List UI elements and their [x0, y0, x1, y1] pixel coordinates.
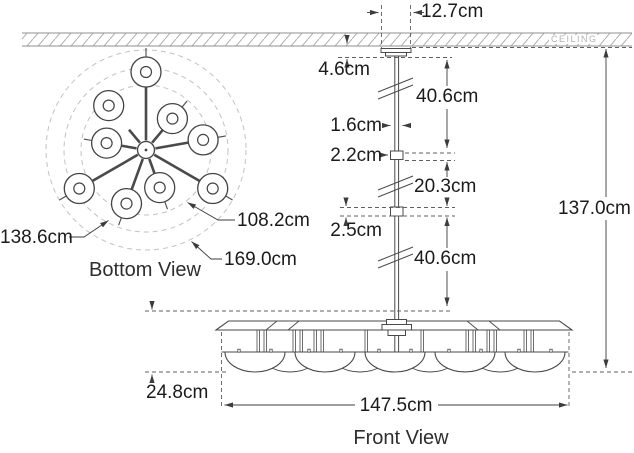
light-shade	[187, 124, 219, 156]
dim-rod-lower	[145, 217, 450, 312]
dim-rod-width-label: 1.6cm	[330, 115, 382, 136]
dimension-lines	[145, 5, 632, 408]
front-view-title: Front View	[353, 427, 449, 449]
middle-dashed-circle	[63, 67, 229, 233]
dim-canopy-drop	[338, 35, 452, 68]
dim-body-height-label: 24.8cm	[146, 382, 209, 403]
light-shade	[90, 127, 123, 159]
dim-coupler-upper	[379, 152, 455, 171]
dim-body-width-label: 147.5cm	[359, 395, 433, 416]
ceiling-label: CEILING	[549, 34, 600, 44]
light-shades	[63, 56, 229, 220]
light-shade	[93, 89, 125, 122]
bottom-view-drawing	[45, 48, 247, 260]
dim-coupler-upper-label: 2.2cm	[330, 145, 382, 166]
dim-overall-height-label: 137.0cm	[558, 198, 631, 219]
dim-rod-lower-label: 40.6cm	[414, 248, 477, 269]
dim-coupler-lower-label: 2.5cm	[330, 220, 382, 241]
ceiling-band	[22, 32, 632, 48]
dim-inner-circle-label: 108.2cm	[237, 210, 310, 231]
front-dome-shades	[224, 351, 566, 373]
hang-rod	[394, 56, 400, 352]
dim-canopy-width	[367, 5, 424, 48]
shade-pins	[237, 348, 553, 353]
dim-canopy-width-label: 12.7cm	[421, 1, 484, 22]
ring-joint-marks	[265, 320, 501, 331]
dim-rod-upper-label: 40.6cm	[416, 86, 479, 107]
dim-canopy-drop-label: 4.6cm	[318, 59, 370, 80]
rod-break-marks	[377, 77, 414, 269]
front-view-drawing	[214, 48, 574, 373]
ceiling-canopy	[380, 48, 412, 57]
dim-rod-middle-label: 20.3cm	[414, 176, 477, 197]
fixture-body	[214, 319, 574, 373]
bottom-view-title: Bottom View	[89, 259, 201, 281]
dim-body-height	[145, 301, 228, 383]
center-hub	[136, 140, 156, 160]
struts	[256, 330, 534, 352]
light-shade	[144, 171, 176, 204]
rod-coupler-lower	[390, 206, 404, 217]
dim-overall-height	[572, 49, 632, 373]
bottom-view-leaders	[69, 202, 235, 260]
light-shade	[156, 102, 189, 135]
light-shade	[63, 172, 95, 205]
dim-body-width	[221, 332, 570, 408]
dim-coupler-lower	[340, 197, 455, 226]
rod-coupler-upper	[390, 150, 404, 160]
dim-middle-circle-label: 138.6cm	[0, 227, 73, 248]
ceiling-hatch	[22, 33, 632, 46]
light-arms	[91, 86, 201, 191]
center-mount-hub	[381, 319, 412, 336]
light-shade	[130, 56, 162, 88]
light-shade	[110, 187, 143, 220]
dim-outer-circle-label: 169.0cm	[224, 249, 297, 270]
light-shade	[197, 172, 229, 205]
